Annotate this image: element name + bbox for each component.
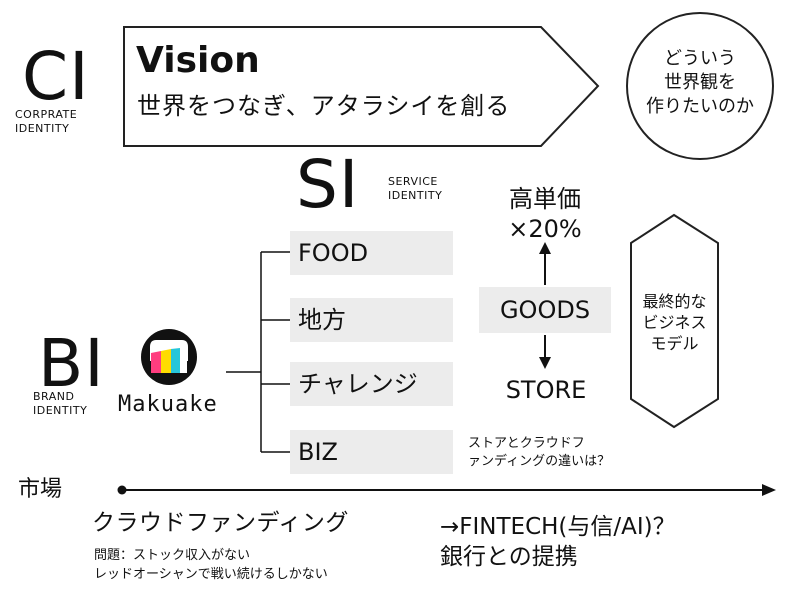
makuake-wordmark: Makuake	[118, 392, 218, 417]
service-box-regional: 地方	[290, 298, 453, 342]
ci-letters: CI	[22, 38, 90, 115]
market-timeline	[117, 484, 776, 496]
service-label-challenge: チャレンジ	[298, 370, 418, 398]
bi-caption: BRAND IDENTITY	[33, 390, 87, 418]
store-vs-crowdfunding-note: ストアとクラウドフ ァンディングの違いは？	[468, 435, 610, 471]
problem-line1: 問題：ストック収入がない	[94, 548, 251, 563]
question-circle-text: どういう 世界観を 作りたいのか	[627, 47, 773, 119]
question-line2: 世界観を	[664, 72, 736, 93]
market-label: 市場	[18, 477, 63, 502]
service-tree-connector	[226, 251, 290, 453]
high-price-line2: ×20%	[508, 215, 582, 243]
business-model-line2: ビジネス	[642, 313, 707, 332]
question-line3: 作りたいのか	[646, 96, 754, 117]
vision-title: Vision	[136, 40, 260, 81]
service-label-biz: BIZ	[298, 438, 338, 466]
ci-caption-line2: IDENTITY	[15, 122, 70, 135]
up-arrow	[539, 242, 551, 285]
service-label-regional: 地方	[298, 306, 346, 334]
bi-caption-line2: IDENTITY	[33, 404, 88, 417]
business-model-line1: 最終的な	[642, 292, 707, 311]
bi-caption-line1: BRAND	[33, 390, 75, 403]
goods-box: GOODS	[479, 287, 611, 333]
question-circle-shape	[626, 12, 774, 160]
si-caption-line2: IDENTITY	[388, 189, 443, 202]
si-caption-line1: SERVICE	[388, 175, 438, 188]
vision-arrow-shape	[123, 26, 600, 147]
crowdfunding-stage: クラウドファンディング	[92, 510, 349, 536]
si-letters: SI	[296, 146, 360, 223]
business-model-hexagon	[630, 213, 719, 429]
bi-letters: BI	[38, 325, 105, 402]
service-box-challenge: チャレンジ	[290, 362, 453, 406]
vision-subtitle: 世界をつなぎ、アタラシイを創る	[137, 92, 511, 120]
store-label: STORE	[505, 376, 587, 404]
note-line1: ストアとクラウドフ	[468, 436, 585, 451]
down-arrow	[539, 335, 551, 369]
service-label-food: FOOD	[298, 239, 369, 267]
ci-caption-line1: CORPRATE	[15, 108, 78, 121]
question-line1: どういう	[664, 48, 736, 69]
fintech-stage: →FINTECH(与信/AI)？ 銀行との提携	[440, 512, 676, 572]
fintech-line2: 銀行との提携	[440, 544, 578, 570]
problem-line2: レッドオーシャンで戦い続けるしかない	[94, 567, 328, 582]
high-price-line1: 高単価	[509, 185, 581, 213]
ci-caption: CORPRATE IDENTITY	[15, 108, 77, 136]
note-line2: ァンディングの違いは？	[468, 454, 611, 469]
crowdfunding-problem: 問題：ストック収入がない レッドオーシャンで戦い続けるしかない	[94, 546, 328, 584]
si-caption: SERVICE IDENTITY	[388, 175, 442, 203]
high-price-label: 高単価 ×20%	[495, 184, 595, 244]
fintech-line1: →FINTECH(与信/AI)？	[440, 514, 676, 540]
makuake-logo-icon	[141, 329, 197, 385]
service-box-biz: BIZ	[290, 430, 453, 474]
goods-label: GOODS	[499, 296, 591, 324]
service-box-food: FOOD	[290, 231, 453, 275]
business-model-line3: モデル	[650, 334, 699, 353]
business-model-text: 最終的な ビジネス モデル	[631, 291, 718, 354]
